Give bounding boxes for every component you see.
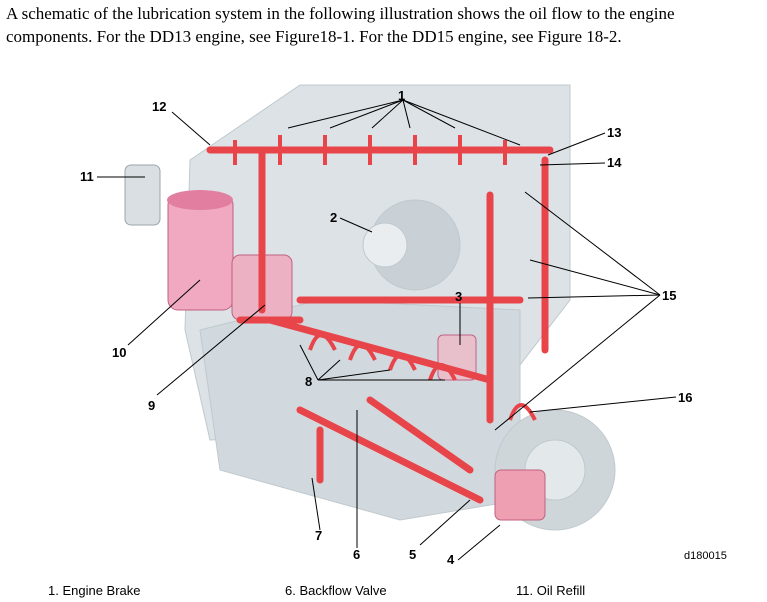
callout-3: 3: [455, 289, 462, 304]
rocker-feeds: [233, 135, 537, 421]
callout-10: 10: [112, 345, 126, 360]
callout-4: 4: [447, 552, 455, 567]
legend-item-engine-brake: 1. Engine Brake: [48, 583, 141, 598]
oil-filter-module: [124, 164, 546, 521]
callout-8: 8: [305, 374, 312, 389]
callout-2: 2: [330, 210, 337, 225]
callout-11: 11: [80, 169, 94, 184]
figure-id: d180015: [684, 550, 727, 562]
legend-item-oil-refill: 11. Oil Refill: [516, 583, 586, 598]
callout-16: 16: [678, 390, 692, 405]
callout-6: 6: [353, 547, 360, 562]
callout-5: 5: [409, 547, 416, 562]
callout-13: 13: [607, 125, 621, 140]
leader-lines: [97, 99, 677, 561]
legend-item-backflow-valve: 6. Backflow Valve: [285, 583, 387, 598]
callout-1: 1: [398, 88, 405, 103]
callout-labels: 1 2 3 4 5 6 7 8 9 10 11 12 13 14 15 16 d…: [80, 88, 727, 567]
intro-paragraph: A schematic of the lubrication system in…: [6, 4, 675, 46]
callout-12: 12: [152, 99, 166, 114]
callout-7: 7: [315, 528, 322, 543]
callout-9: 9: [148, 398, 155, 413]
callout-15: 15: [662, 288, 676, 303]
oil-passages: [206, 146, 554, 504]
callout-14: 14: [607, 155, 622, 170]
